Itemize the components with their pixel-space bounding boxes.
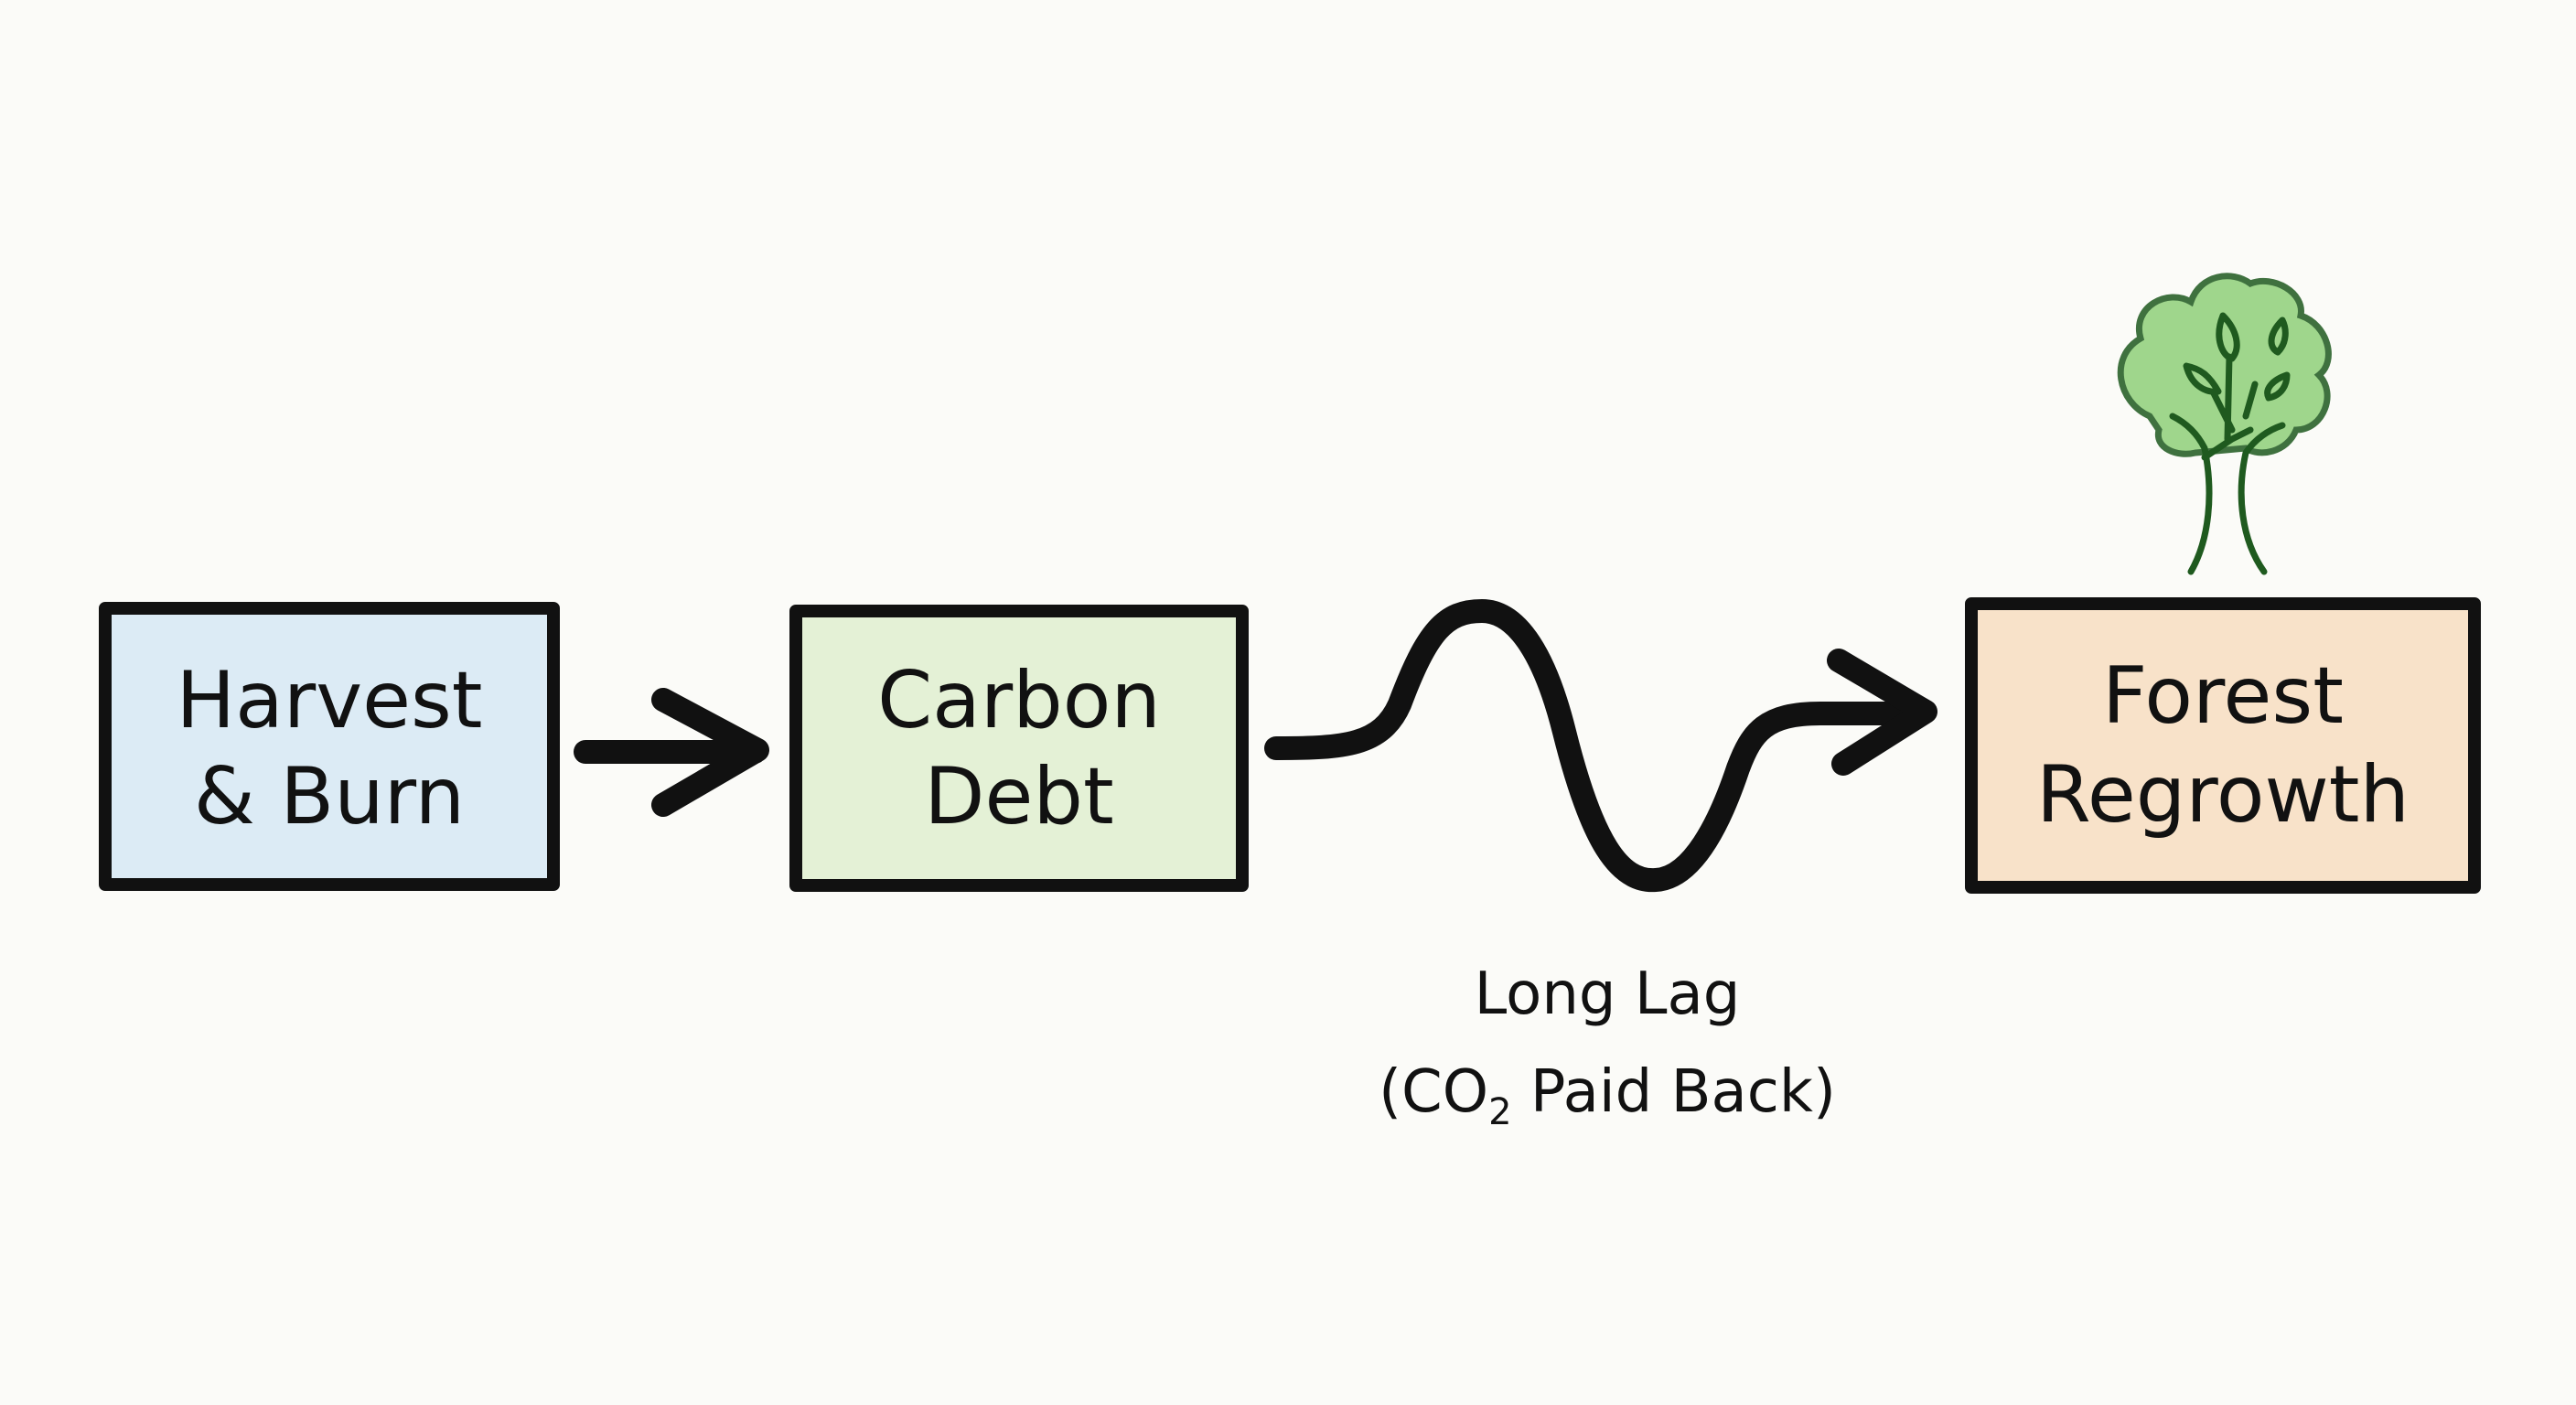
step-label-line1: Harvest xyxy=(176,655,482,746)
arrow-harvest-to-debt xyxy=(574,688,769,817)
step-box xyxy=(1965,597,2481,894)
lag-label-line2: (CO2 Paid Back) xyxy=(1379,1058,1836,1133)
step-harvest-burn: Harvest & Burn xyxy=(99,602,560,891)
step-label-line2: & Burn xyxy=(194,751,465,842)
step-label-line2: Regrowth xyxy=(2036,749,2410,841)
step-label-line1: Carbon xyxy=(877,655,1161,746)
lag-label-line1: Long Lag xyxy=(1475,960,1741,1028)
step-forest-regrowth: Forest Regrowth xyxy=(1965,597,2481,894)
step-carbon-debt: Carbon Debt xyxy=(789,605,1249,892)
step-label-line1: Forest xyxy=(2102,650,2344,742)
step-box xyxy=(789,605,1249,892)
step-label-line2: Debt xyxy=(924,751,1113,842)
tree-icon xyxy=(2117,273,2332,575)
step-box xyxy=(99,602,560,891)
wavy-lag-arrow xyxy=(1264,599,1937,893)
